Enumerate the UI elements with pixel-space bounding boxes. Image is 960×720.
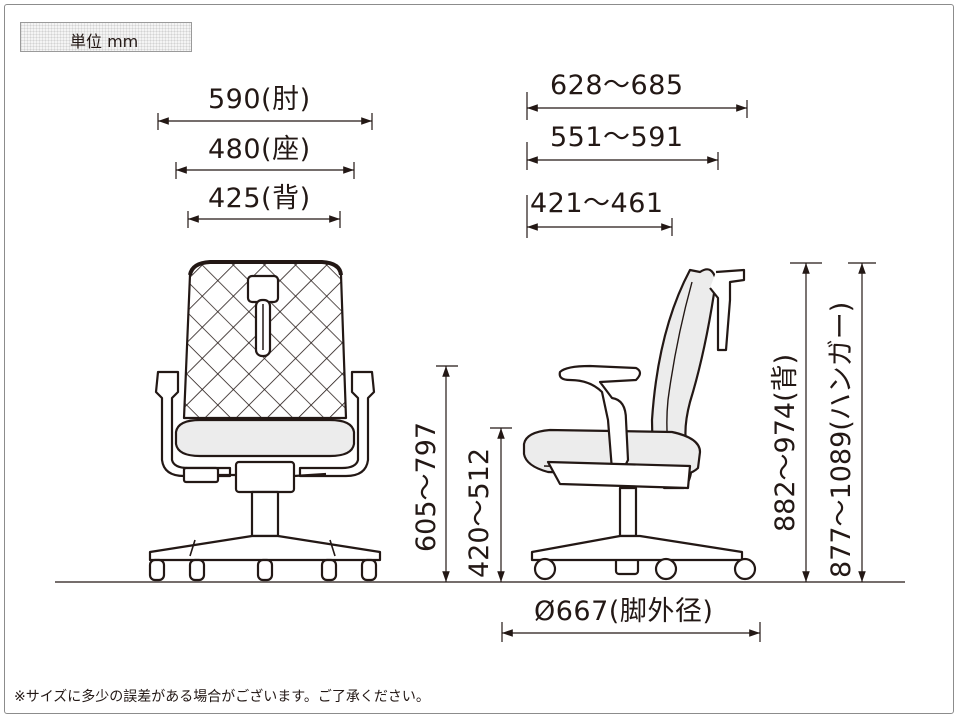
caster xyxy=(360,558,378,582)
width-back-label: 425(背) xyxy=(208,183,311,214)
hanger-bracket xyxy=(246,274,280,304)
caster xyxy=(256,558,274,582)
unit-label-box xyxy=(20,22,192,52)
caster xyxy=(188,558,206,582)
footnote: ※サイズに多少の誤差がある場合がございます。ご了承ください。 xyxy=(14,689,430,705)
armrest-height-label: 605～797 xyxy=(411,421,442,552)
caster xyxy=(733,557,757,581)
front-width-lines xyxy=(157,113,373,228)
unit-label: 単位 mm xyxy=(70,32,139,51)
depth-mid-label: 551～591 xyxy=(550,122,684,153)
figure-frame xyxy=(4,4,954,714)
side-hanger xyxy=(709,268,746,352)
hanger-height-label: 877～1089(ハンガー) xyxy=(826,301,857,578)
right-armrest xyxy=(298,370,376,478)
side-gas-column xyxy=(618,486,638,538)
width-seat-label: 480(座) xyxy=(208,134,311,165)
seat-front xyxy=(174,418,356,458)
depth-overall-label: 628～685 xyxy=(550,70,684,101)
back-height-label: 882～974(背) xyxy=(770,353,801,532)
depth-seat-label: 421～461 xyxy=(530,188,664,219)
seat-height-label: 420～512 xyxy=(464,447,495,578)
caster xyxy=(148,558,166,582)
caster xyxy=(654,557,678,581)
caster xyxy=(533,557,557,581)
width-armrest-label: 590(肘) xyxy=(208,84,311,115)
five-star-base xyxy=(148,534,382,562)
side-depth-lines xyxy=(526,92,748,238)
base-diameter-line xyxy=(501,622,761,642)
side-base xyxy=(530,534,744,562)
base-diameter-label: Ø667(脚外径) xyxy=(534,596,714,627)
mechanism-box xyxy=(234,460,296,494)
gas-column xyxy=(250,490,280,538)
height-lines xyxy=(436,262,876,582)
chair-front-view xyxy=(148,260,382,582)
chair-side-view xyxy=(522,268,757,581)
left-armrest xyxy=(154,370,232,478)
side-armrest xyxy=(558,364,642,478)
caster xyxy=(320,558,338,582)
